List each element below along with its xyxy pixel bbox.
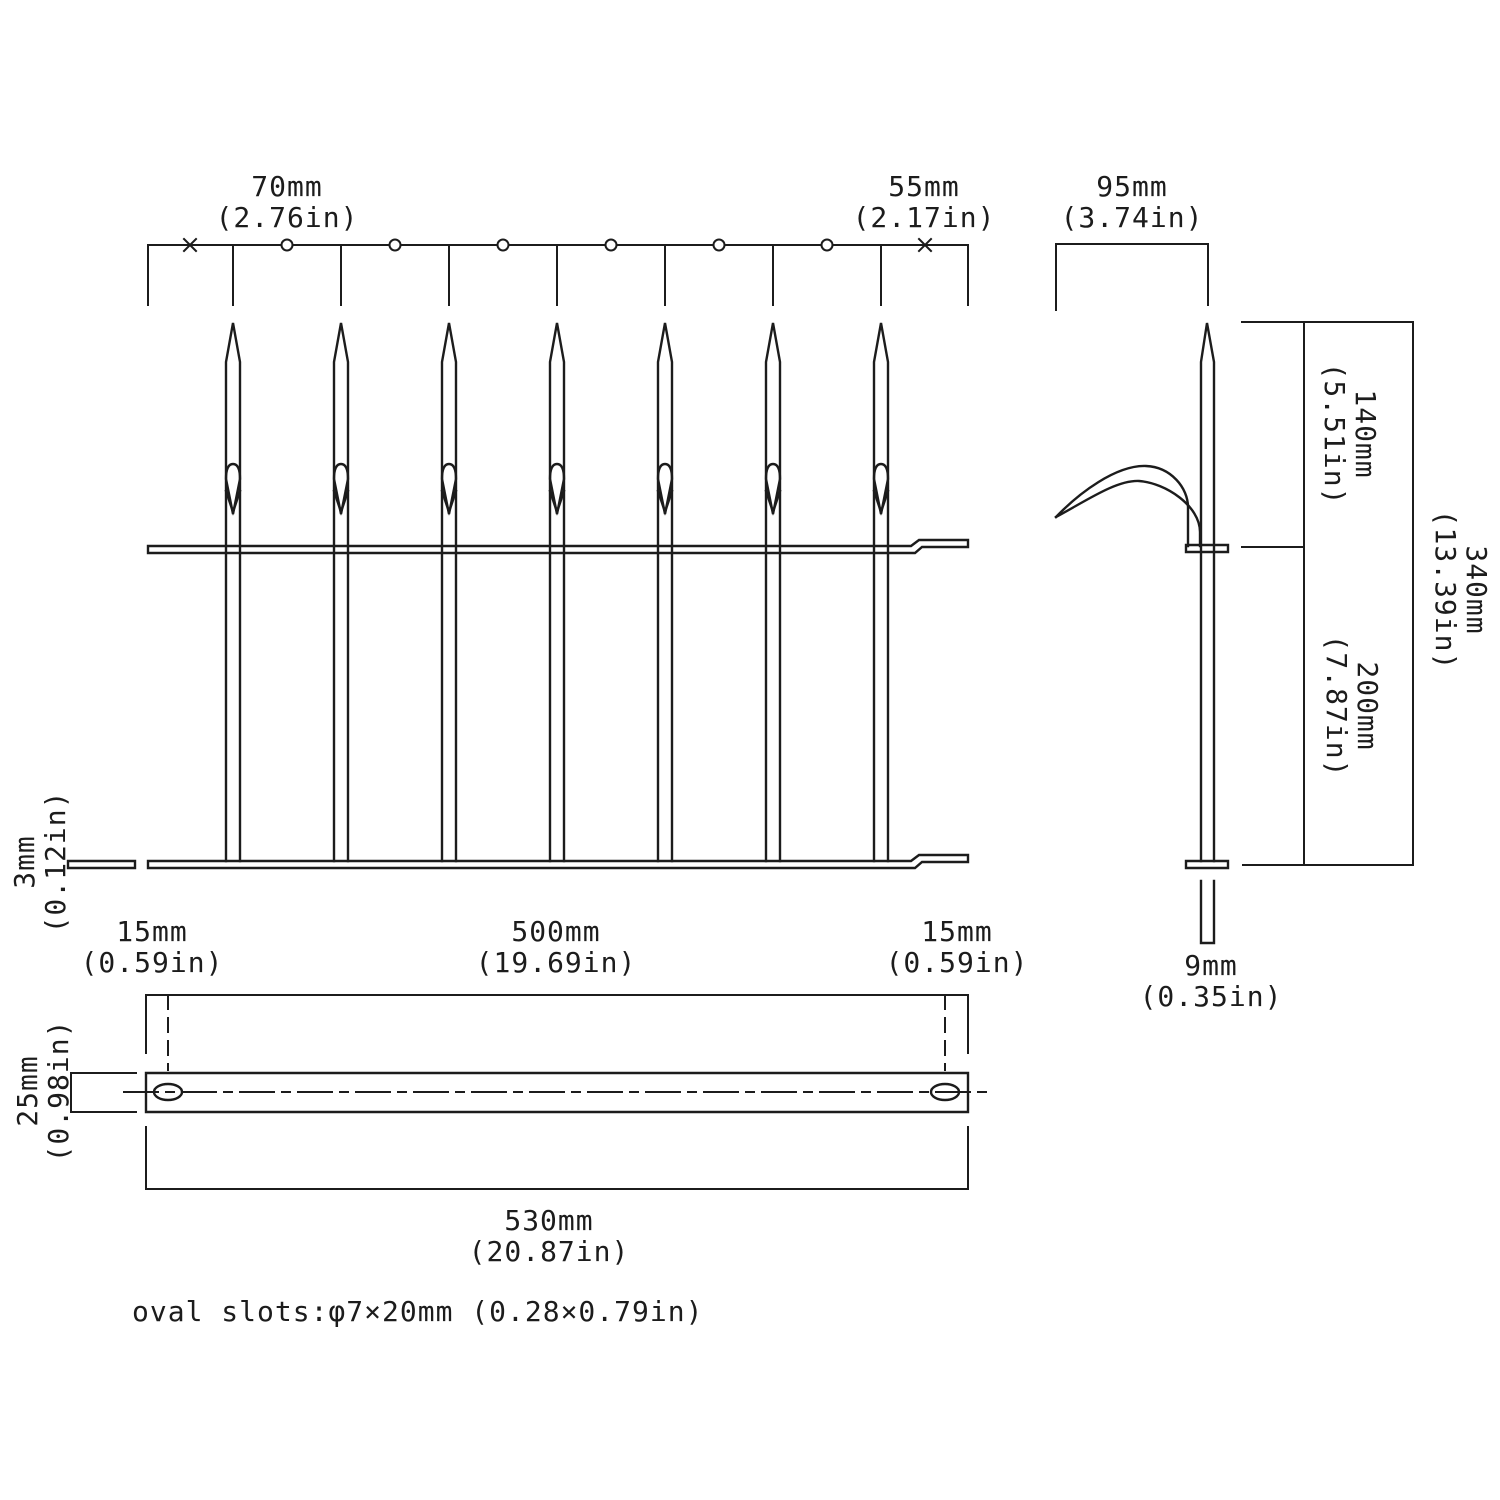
oval-slots-note: oval slots:φ7×20mm (0.28×0.79in) bbox=[132, 1295, 704, 1328]
front-view bbox=[66, 237, 970, 870]
side-hook-dimension bbox=[1055, 243, 1209, 311]
front-top-dimension-chain bbox=[147, 237, 969, 306]
dim-label-slot-inset-left: 15mm(0.59in) bbox=[80, 915, 224, 979]
rail-outline bbox=[144, 1071, 970, 1114]
spike bbox=[440, 321, 458, 863]
slot-dimension-chain bbox=[145, 994, 969, 1071]
side-rail-sections bbox=[1184, 543, 1230, 870]
dim-label-end-offset: 55mm(2.17in) bbox=[852, 170, 996, 234]
pitch-marker-circles bbox=[280, 238, 834, 252]
spike bbox=[224, 321, 242, 863]
spike bbox=[548, 321, 566, 863]
rail-width-dimension bbox=[70, 1072, 137, 1113]
spike bbox=[332, 321, 350, 863]
upper-rail bbox=[146, 538, 970, 555]
dim-label-spike-width: 9mm(0.35in) bbox=[1139, 949, 1283, 1013]
dim-label-slot-inset-right: 15mm(0.59in) bbox=[885, 915, 1029, 979]
dim-label-overall-height: 340mm(13.39in) bbox=[1429, 509, 1493, 671]
end-marker-crosses bbox=[182, 237, 933, 253]
side-view bbox=[1054, 243, 1414, 945]
dim-label-between-rails: 200mm(7.87in) bbox=[1320, 634, 1384, 778]
dim-label-spike-pitch: 70mm(2.76in) bbox=[215, 170, 359, 234]
spike bbox=[872, 321, 890, 863]
dim-label-above-rail: 140mm(5.51in) bbox=[1318, 362, 1382, 506]
lower-rail bbox=[146, 853, 970, 870]
dim-label-overall-length: 530mm(20.87in) bbox=[468, 1204, 630, 1268]
side-hook bbox=[1054, 464, 1202, 548]
front-spikes bbox=[224, 321, 890, 863]
bottom-view bbox=[70, 994, 991, 1190]
dim-label-hook-depth: 95mm(3.74in) bbox=[1060, 170, 1204, 234]
side-spike-ground-stub bbox=[1199, 879, 1216, 945]
front-rails bbox=[66, 538, 970, 870]
spike bbox=[656, 321, 674, 863]
side-height-dimensions bbox=[1241, 321, 1414, 866]
side-spike bbox=[1199, 322, 1216, 863]
dim-label-rail-width: 25mm(0.98in) bbox=[11, 1019, 75, 1163]
dim-label-rail-thickness: 3mm(0.12in) bbox=[8, 790, 72, 934]
spike bbox=[764, 321, 782, 863]
dim-label-slot-spacing: 500mm(19.69in) bbox=[475, 915, 637, 979]
adjacent-rail-end bbox=[66, 859, 137, 870]
dimension-ticks bbox=[147, 244, 969, 306]
overall-length-dimension bbox=[145, 1126, 969, 1190]
